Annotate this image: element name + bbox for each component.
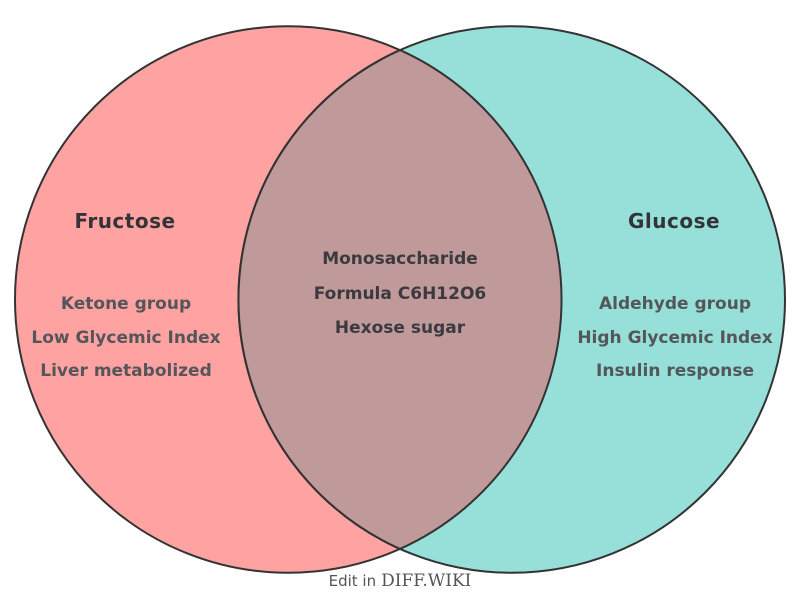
right-set-item: Aldehyde group	[599, 294, 751, 314]
right-set-item: High Glycemic Index	[577, 328, 773, 348]
left-set-title: Fructose	[74, 209, 176, 233]
edit-link-brand: DIFF.WIKI	[381, 571, 472, 591]
right-set-title: Glucose	[627, 209, 721, 233]
right-set-item: Insulin response	[596, 361, 754, 381]
left-set-item: Ketone group	[60, 294, 192, 314]
edit-link-prefix: Edit in	[328, 572, 377, 590]
intersection-item: Monosaccharide	[322, 249, 478, 269]
intersection-lens	[237, 49, 563, 550]
intersection-item: Hexose sugar	[334, 318, 466, 338]
intersection-item: Formula C6H12O6	[313, 284, 487, 304]
left-set-item: Low Glycemic Index	[31, 328, 221, 348]
left-set-item: Liver metabolized	[40, 361, 212, 381]
